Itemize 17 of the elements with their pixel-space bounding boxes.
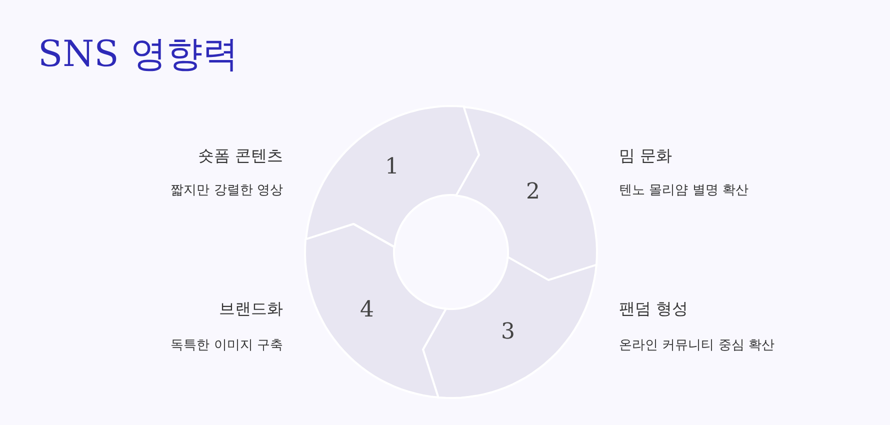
ring-segment <box>306 106 479 248</box>
item-description: 짧지만 강렬한 영상 <box>170 182 283 199</box>
ring-segment <box>456 106 597 280</box>
step-number: 3 <box>500 319 515 344</box>
item-heading: 팬덤 형성 <box>619 299 688 320</box>
step-number: 2 <box>526 179 540 204</box>
title: SNS 영향력 <box>38 33 238 77</box>
step-number: 1 <box>384 154 399 180</box>
item-description: 독특한 이미지 구축 <box>170 337 283 354</box>
item-description: 온라인 커뮤니티 중심 확산 <box>619 337 774 354</box>
ring-segment <box>305 224 446 398</box>
step-number: 4 <box>360 297 374 322</box>
item-description: 텐노 몰리얌 별명 확산 <box>619 182 748 199</box>
item-heading: 밈 문화 <box>619 146 672 167</box>
item-heading: 브랜드화 <box>219 299 283 320</box>
ring-segment <box>423 256 596 398</box>
item-heading: 숏폼 콘텐츠 <box>198 146 283 167</box>
